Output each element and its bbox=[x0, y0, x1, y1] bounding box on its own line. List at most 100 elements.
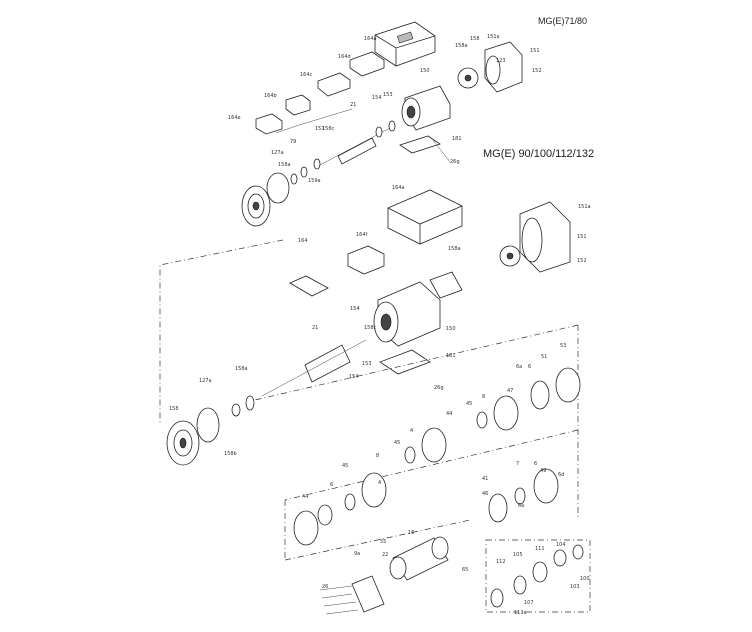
part-number-label: 6d bbox=[558, 472, 564, 478]
part-number-label: 53 bbox=[560, 343, 566, 349]
rotor-21-large bbox=[261, 339, 367, 397]
part-number-label: 164c bbox=[300, 72, 313, 78]
part-number-label: 164 bbox=[298, 238, 308, 244]
part-number-label: 164d bbox=[338, 54, 351, 60]
cover-164d bbox=[349, 51, 385, 77]
part-number-label: 79 bbox=[290, 139, 296, 145]
part-number-label: 154 bbox=[350, 306, 360, 312]
part-number-label: 16 bbox=[408, 530, 414, 536]
part-number-label: 127a bbox=[199, 378, 212, 384]
shaft-seal-inset bbox=[485, 539, 591, 613]
part-number-label: 111a bbox=[514, 610, 527, 616]
part-number-label: 51 bbox=[541, 354, 547, 360]
part-number-label: 151a bbox=[487, 34, 500, 40]
part-number-label: 26g bbox=[434, 385, 444, 391]
cover-164 bbox=[289, 275, 329, 297]
part-number-label: 46 bbox=[482, 491, 488, 497]
part-number-label: 49 bbox=[540, 468, 546, 474]
part-number-label: 164f bbox=[356, 232, 368, 238]
part-number-label: 152 bbox=[532, 68, 542, 74]
sleeve-16 bbox=[389, 536, 449, 581]
part-number-label: 44 bbox=[446, 411, 452, 417]
part-number-label: 151a bbox=[578, 204, 591, 210]
part-number-label: 154 bbox=[372, 95, 382, 101]
part-number-label: 111 bbox=[535, 546, 545, 552]
part-number-label: 26g bbox=[450, 159, 460, 165]
base-9a bbox=[351, 575, 385, 613]
part-number-label: 153 bbox=[383, 92, 393, 98]
part-number-label: 107 bbox=[524, 600, 534, 606]
part-number-label: 6a bbox=[516, 364, 522, 370]
bracket-181 bbox=[399, 135, 441, 154]
part-number-label: 47 bbox=[507, 388, 513, 394]
part-number-label: 7 bbox=[516, 461, 519, 467]
part-number-label: 164a bbox=[392, 185, 405, 191]
top-assembly bbox=[241, 21, 523, 227]
part-number-label: 158a bbox=[455, 43, 468, 49]
part-number-label: 123 bbox=[496, 58, 506, 64]
part-number-label: 164b bbox=[264, 93, 277, 99]
part-number-label: 100 bbox=[580, 576, 590, 582]
cover-164b bbox=[285, 94, 311, 116]
part-number-label: 45 bbox=[466, 401, 472, 407]
end-shield-158a-large bbox=[166, 420, 200, 466]
part-number-label: 22 bbox=[382, 552, 388, 558]
cover-164c bbox=[317, 72, 351, 97]
part-number-label: 4 bbox=[378, 480, 381, 486]
part-number-label: 164a bbox=[364, 36, 377, 42]
part-number-label: 158a bbox=[235, 366, 248, 372]
part-number-label: 157 bbox=[315, 126, 325, 132]
chamber-row-1 bbox=[404, 367, 581, 464]
part-number-label: 181 bbox=[446, 353, 456, 359]
part-number-label: 65 bbox=[462, 567, 468, 573]
part-number-label: 21 bbox=[350, 102, 356, 108]
part-number-label: 41 bbox=[482, 476, 488, 482]
part-number-label: 158 bbox=[470, 36, 480, 42]
part-number-label: 151 bbox=[530, 48, 540, 54]
part-number-label: 158 bbox=[169, 406, 179, 412]
part-number-label: 8 bbox=[482, 394, 485, 400]
part-number-label: 158a bbox=[278, 162, 291, 168]
part-number-label: 4 bbox=[410, 428, 413, 434]
part-number-label: 150 bbox=[420, 68, 430, 74]
model-title-large: MG(E) 90/100/112/132 bbox=[483, 148, 595, 160]
part-number-label: 152 bbox=[577, 258, 587, 264]
part-number-label: 6 bbox=[534, 461, 537, 467]
part-number-label: 153 bbox=[362, 361, 372, 367]
part-number-label: 9a bbox=[354, 551, 360, 557]
part-number-label: 158a bbox=[448, 246, 461, 252]
part-number-label: 26 bbox=[322, 584, 328, 590]
part-number-label: 55 bbox=[380, 539, 386, 545]
cover-164e bbox=[255, 113, 283, 135]
part-number-label: 127a bbox=[271, 150, 284, 156]
pump-stack bbox=[293, 367, 591, 615]
part-number-label: 6 bbox=[330, 482, 333, 488]
model-title-small: MG(E)71/80 bbox=[538, 16, 588, 26]
part-number-label: 45 bbox=[342, 463, 348, 469]
part-number-label: 44 bbox=[302, 494, 308, 500]
middle-assembly bbox=[166, 189, 571, 466]
bracket-181-large bbox=[379, 349, 431, 375]
part-number-label: 150 bbox=[446, 326, 456, 332]
part-number-label: 151 bbox=[577, 234, 587, 240]
chamber-row-2 bbox=[293, 468, 559, 546]
part-number-label: 6a bbox=[518, 503, 524, 509]
part-number-label: 154 bbox=[349, 374, 359, 380]
part-number-label: 112 bbox=[496, 559, 506, 565]
cover-164f bbox=[347, 245, 385, 275]
part-number-label: 158c bbox=[364, 325, 377, 331]
end-shield-158a bbox=[241, 185, 271, 227]
part-number-label: 103 bbox=[570, 584, 580, 590]
part-number-label: 105 bbox=[513, 552, 523, 558]
part-number-label: 6 bbox=[528, 364, 531, 370]
part-number-label: 45 bbox=[394, 440, 400, 446]
part-number-label: 21 bbox=[312, 325, 318, 331]
fan-158 bbox=[457, 67, 479, 89]
part-number-label: 158c bbox=[322, 126, 335, 132]
part-number-label: 164e bbox=[228, 115, 241, 121]
part-number-label: 159a bbox=[308, 178, 321, 184]
part-number-label: 181 bbox=[452, 136, 462, 142]
part-number-label: 158b bbox=[224, 451, 237, 457]
part-number-label: 8 bbox=[376, 453, 379, 459]
